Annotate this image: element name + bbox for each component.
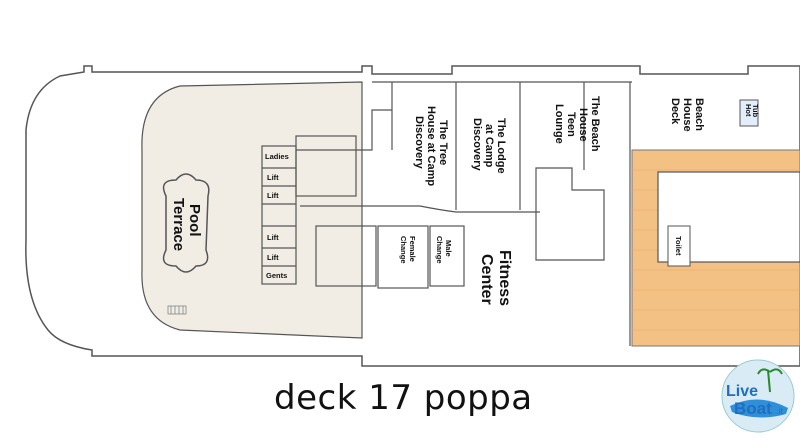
lift-label-4: Lift xyxy=(267,253,279,262)
lodge-label: The Lodge at Camp Discovery xyxy=(471,118,507,177)
toilet-label: Toilet xyxy=(674,236,683,256)
teen-lounge-label: The Beach House Teen Lounge xyxy=(553,96,601,155)
logo-text-suffix: .it xyxy=(776,406,784,416)
stairs xyxy=(167,305,187,315)
hot-tub-label: Hot Tub xyxy=(744,104,760,119)
fitness-center-label: Fitness Center xyxy=(478,250,513,310)
terrace-pool-label: Terrace Pool xyxy=(170,198,203,255)
lift-label-1: Lift xyxy=(267,173,279,182)
toilet-room xyxy=(667,225,691,267)
lift-label-3: Lift xyxy=(267,233,279,242)
gents-label: Gents xyxy=(266,271,287,280)
lift-label-2: Lift xyxy=(267,191,279,200)
terrace-floor xyxy=(141,81,363,339)
terrace-pool-basin xyxy=(162,173,210,273)
beach-house-deck-label: Beach House Deck xyxy=(669,98,705,135)
deck-caption: deck 17 poppa xyxy=(274,378,533,418)
liveboat-logo: Live Boat .it xyxy=(721,359,795,433)
female-change-label: Female Change xyxy=(399,236,417,264)
palm-icon xyxy=(757,368,783,393)
wave-icon xyxy=(730,399,788,418)
logo-text-boat: Boat xyxy=(734,399,772,418)
hot-tub xyxy=(739,99,759,127)
logo-text-live: Live xyxy=(726,383,758,400)
male-change-label: Male Change xyxy=(435,236,453,264)
ladies-label: Ladies xyxy=(265,152,289,161)
interior-walls xyxy=(261,81,632,346)
tree-house-label: The Tree House at Camp Discovery xyxy=(413,106,449,189)
